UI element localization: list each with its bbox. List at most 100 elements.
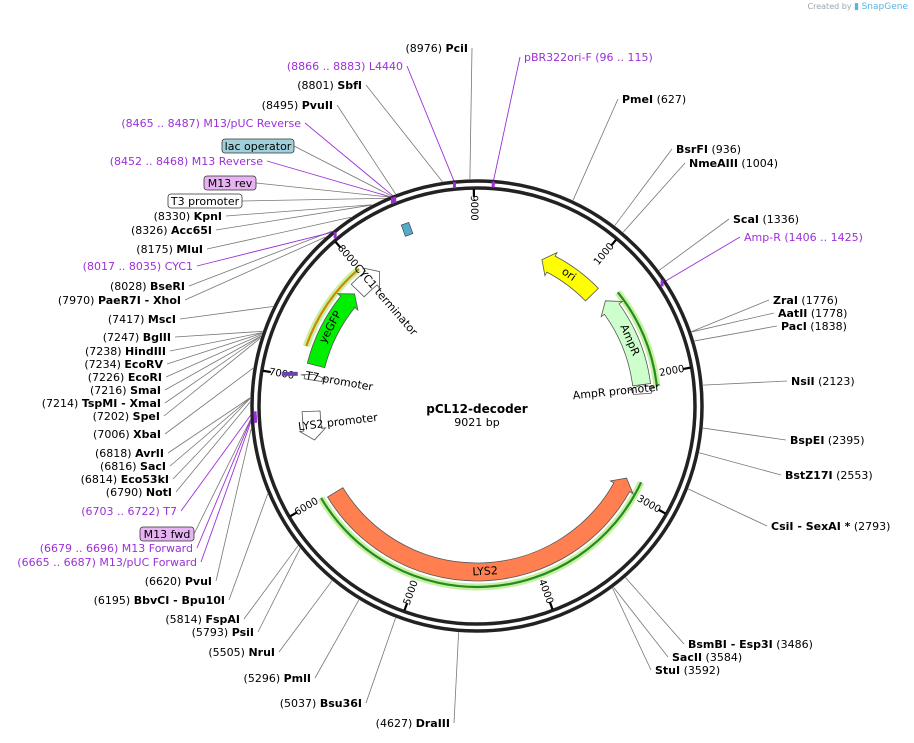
enzyme-site-eco53ki[interactable]: (6814) Eco53kI (81, 473, 169, 486)
leader-line-fspai (243, 545, 299, 620)
feature-box-lac-operator[interactable] (221, 138, 295, 154)
backbone-inner-circle (257, 186, 697, 626)
enzyme-position: (5793) (192, 626, 232, 639)
enzyme-site-tspmi-xmai[interactable]: (7214) TspMI - XmaI (42, 397, 161, 410)
enzyme-name: BstZ17I (785, 469, 833, 482)
enzyme-site-aatii[interactable]: AatII (1778) (778, 307, 847, 320)
enzyme-name: BbvCI - Bpu10I (134, 594, 225, 607)
enzyme-site-csii-sexai[interactable]: CsiI - SexAI * (2793) (771, 520, 890, 533)
primer-l4440[interactable]: (8866 .. 8883) L4440 (287, 60, 403, 73)
enzyme-site-scai[interactable]: ScaI (1336) (733, 213, 799, 226)
enzyme-name: NotI (146, 486, 172, 499)
enzyme-position: (936) (708, 143, 741, 156)
enzyme-site-mlui[interactable]: (8175) MluI (136, 243, 203, 256)
enzyme-position: (2553) (833, 469, 873, 482)
enzyme-site-bspei[interactable]: BspEI (2395) (790, 434, 865, 447)
primer-m13-reverse[interactable]: (8452 .. 8468) M13 Reverse (110, 155, 263, 168)
primer-line-amp-r (665, 236, 741, 282)
enzyme-position: (6818) (95, 447, 135, 460)
enzyme-name: Acc65I (171, 224, 212, 237)
enzyme-site-sacii[interactable]: SacII (3584) (672, 651, 742, 664)
enzyme-site-draiii[interactable]: (4627) DraIII (376, 717, 450, 730)
tick-label-7000: 7000 (268, 367, 295, 382)
enzyme-site-bsrfi[interactable]: BsrFI (936) (676, 143, 741, 156)
enzyme-site-saci[interactable]: (6816) SacI (100, 460, 166, 473)
enzyme-site-fspai[interactable]: (5814) FspAI (165, 613, 240, 626)
enzyme-site-bbvci-bpu10i[interactable]: (6195) BbvCI - Bpu10I (94, 594, 225, 607)
primer-cyc1[interactable]: (8017 .. 8035) CYC1 (83, 260, 193, 273)
enzyme-position: (7234) (84, 358, 124, 371)
enzyme-site-pmli[interactable]: (5296) PmlI (244, 672, 311, 685)
feature-ori (541, 251, 599, 302)
enzyme-site-nsii[interactable]: NsiI (2123) (791, 375, 855, 388)
enzyme-site-pmei[interactable]: PmeI (627) (622, 93, 686, 106)
enzyme-site-msci[interactable]: (7417) MscI (108, 313, 176, 326)
enzyme-site-pvuii[interactable]: (8495) PvuII (262, 99, 333, 112)
enzyme-position: (5505) (208, 646, 248, 659)
feature-box-label-m13-fwd: M13 fwd (144, 528, 191, 541)
leader-line-sbfi (365, 84, 443, 182)
enzyme-position: (7970) (58, 294, 98, 307)
enzyme-name: Eco53kI (121, 473, 169, 486)
tick-mark-4000 (548, 601, 554, 610)
feature-box-m13-rev[interactable] (203, 175, 257, 191)
primer-marker-l4440 (452, 182, 456, 189)
primer-m13-puc-reverse[interactable]: (8465 .. 8487) M13/pUC Reverse (121, 117, 301, 130)
primer-m13-forward[interactable]: (6679 .. 6696) M13 Forward (40, 542, 193, 555)
enzyme-site-pvui[interactable]: (6620) PvuI (145, 575, 212, 588)
enzyme-site-stui[interactable]: StuI (3592) (655, 664, 720, 677)
primer-marker-cyc1 (333, 232, 337, 239)
enzyme-site-bglii[interactable]: (7247) BglII (103, 331, 171, 344)
enzyme-site-noti[interactable]: (6790) NotI (106, 486, 172, 499)
enzyme-name: PmlI (284, 672, 311, 685)
leader-line-m13-fwd (193, 417, 252, 535)
enzyme-position: (6620) (145, 575, 185, 588)
enzyme-name: BsrFI (676, 143, 708, 156)
primer-line-pbr322ori-f (493, 56, 521, 181)
primer-m13-puc-forward[interactable]: (6665 .. 6687) M13/pUC Forward (17, 556, 197, 569)
enzyme-site-psii[interactable]: (5793) PsiI (192, 626, 254, 639)
leader-line-spei (163, 337, 261, 417)
enzyme-site-xbai[interactable]: (7006) XbaI (93, 428, 161, 441)
enzyme-site-ecori[interactable]: (7226) EcoRI (88, 371, 162, 384)
enzyme-name: MscI (148, 313, 176, 326)
enzyme-site-kpni[interactable]: (8330) KpnI (154, 210, 222, 223)
enzyme-site-nrui[interactable]: (5505) NruI (208, 646, 275, 659)
feature-yegfp (306, 293, 359, 369)
enzyme-position: (6195) (94, 594, 134, 607)
enzyme-site-pcii[interactable]: (8976) PciI (405, 42, 468, 55)
enzyme-site-spei[interactable]: (7202) SpeI (93, 410, 160, 423)
enzyme-site-bsu36i[interactable]: (5037) Bsu36I (280, 697, 362, 710)
enzyme-site-zrai[interactable]: ZraI (1776) (773, 294, 838, 307)
feature-label-ampr-promoter: AmpR promoter (572, 380, 661, 402)
enzyme-site-paci[interactable]: PacI (1838) (781, 320, 847, 333)
enzyme-site-smai[interactable]: (7216) SmaI (90, 384, 161, 397)
primer-t7[interactable]: (6703 .. 6722) T7 (81, 505, 177, 518)
enzyme-site-hindiii[interactable]: (7238) HindIII (85, 345, 166, 358)
enzyme-position: (4627) (376, 717, 416, 730)
enzyme-site-avrii[interactable]: (6818) AvrII (95, 447, 164, 460)
enzyme-name: BspEI (790, 434, 824, 447)
leader-line-nmeaiii (622, 162, 686, 233)
enzyme-site-bseri[interactable]: (8028) BseRI (110, 280, 185, 293)
enzyme-site-bstz17i[interactable]: BstZ17I (2553) (785, 469, 873, 482)
enzyme-position: (2123) (815, 375, 855, 388)
enzyme-site-acc65i[interactable]: (8326) Acc65I (131, 224, 212, 237)
primer-marker-pbr322ori-f (491, 181, 495, 188)
enzyme-site-sbfi[interactable]: (8801) SbfI (297, 79, 362, 92)
tick-label-3000: 3000 (635, 493, 663, 515)
leader-line-psii (257, 548, 301, 633)
enzyme-site-paer7i-xhoi[interactable]: (7970) PaeR7I - XhoI (58, 294, 181, 307)
enzyme-site-bsmbi-esp3i[interactable]: BsmBI - Esp3I (3486) (688, 638, 813, 651)
primer-line-cyc1 (196, 231, 333, 267)
feature-ampr (600, 300, 651, 387)
enzyme-position: (2793) (850, 520, 890, 533)
feature-box-m13-fwd[interactable] (139, 526, 195, 542)
enzyme-site-ecorv[interactable]: (7234) EcoRV (84, 358, 163, 371)
enzyme-position: (627) (653, 93, 686, 106)
feature-box-t3-promoter[interactable] (167, 193, 243, 209)
primer-pbr322ori-f[interactable]: pBR322ori-F (96 .. 115) (524, 51, 653, 64)
tick-label-2000: 2000 (658, 364, 685, 379)
primer-amp-r[interactable]: Amp-R (1406 .. 1425) (744, 231, 863, 244)
enzyme-site-nmeaiii[interactable]: NmeAIII (1004) (689, 157, 778, 170)
